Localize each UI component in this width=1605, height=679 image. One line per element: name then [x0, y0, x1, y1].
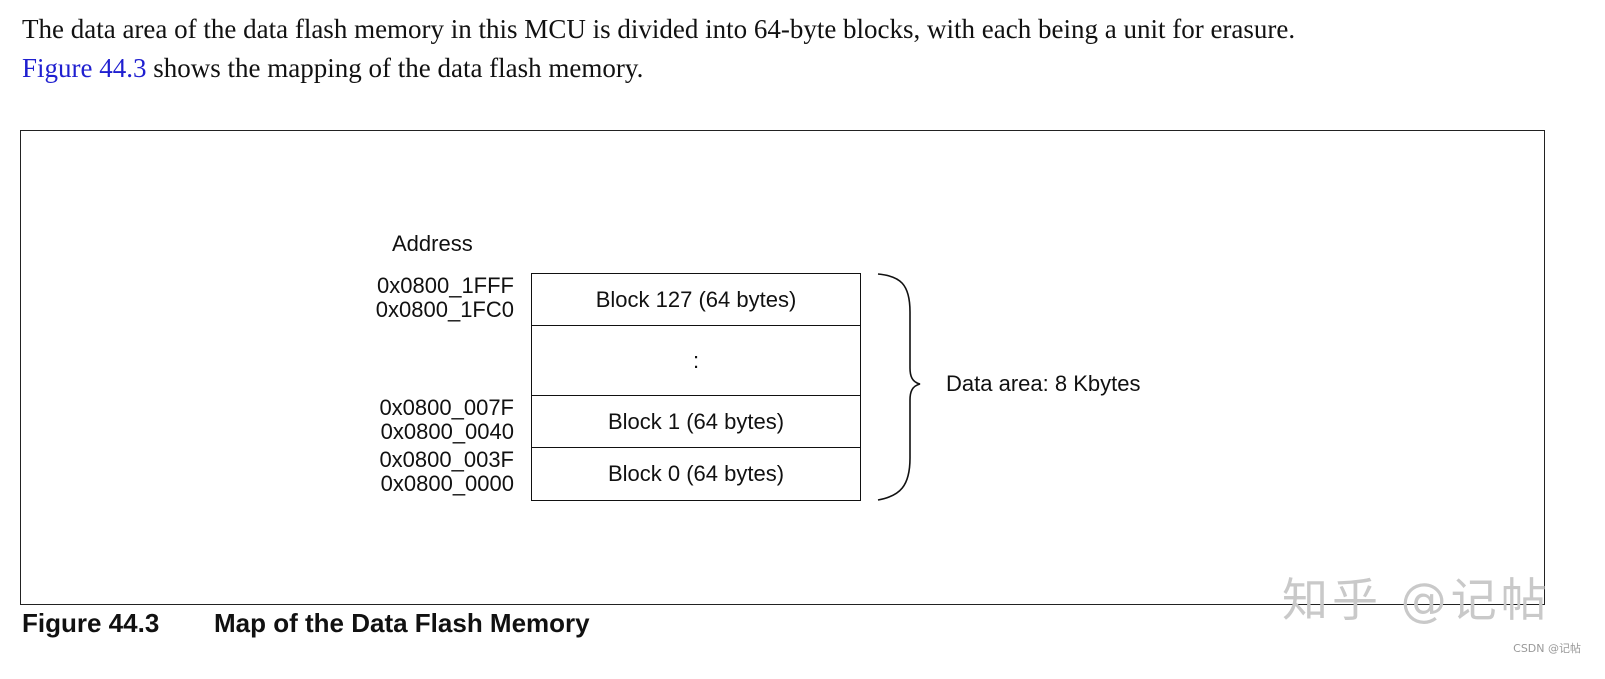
caption-title: Map of the Data Flash Memory: [214, 608, 590, 638]
intro-paragraph: The data area of the data flash memory i…: [22, 10, 1582, 88]
address-top: 0x0800_1FFF: [377, 273, 514, 298]
intro-line-2-rest: shows the mapping of the data flash memo…: [146, 53, 644, 83]
csdn-watermark: CSDN @记帖: [1513, 642, 1581, 655]
figure-frame: [20, 130, 1545, 605]
intro-line-2: Figure 44.3 shows the mapping of the dat…: [22, 49, 1582, 88]
address-pair-block-1: 0x0800_007F 0x0800_0040: [379, 396, 514, 444]
address-pair-block-0: 0x0800_003F 0x0800_0000: [379, 448, 514, 496]
curly-brace-icon: [877, 273, 921, 501]
intro-line-1: The data area of the data flash memory i…: [22, 14, 1296, 44]
address-bottom: 0x0800_0040: [380, 419, 514, 444]
figure-link[interactable]: Figure 44.3: [22, 53, 147, 83]
address-bottom: 0x0800_0000: [380, 471, 514, 496]
ellipsis-cell: :: [532, 326, 860, 396]
zhihu-watermark: 知乎 @记帖: [1282, 573, 1551, 627]
data-area-label: Data area: 8 Kbytes: [946, 371, 1141, 396]
figure-caption: Figure 44.3 Map of the Data Flash Memory: [22, 606, 590, 640]
address-top: 0x0800_003F: [379, 447, 514, 472]
address-bottom: 0x0800_1FC0: [375, 297, 514, 322]
block-1-cell: Block 1 (64 bytes): [532, 396, 860, 448]
block-0-cell: Block 0 (64 bytes): [607, 461, 785, 486]
caption-number: Figure 44.3: [22, 608, 160, 638]
address-top: 0x0800_007F: [379, 395, 514, 420]
block-127-cell: Block 127 (64 bytes): [532, 274, 860, 326]
memory-block-column: Block 127 (64 bytes) : Block 1 (64 bytes…: [531, 273, 861, 501]
address-pair-block-127: 0x0800_1FFF 0x0800_1FC0: [376, 274, 514, 322]
address-heading: Address: [392, 231, 473, 256]
